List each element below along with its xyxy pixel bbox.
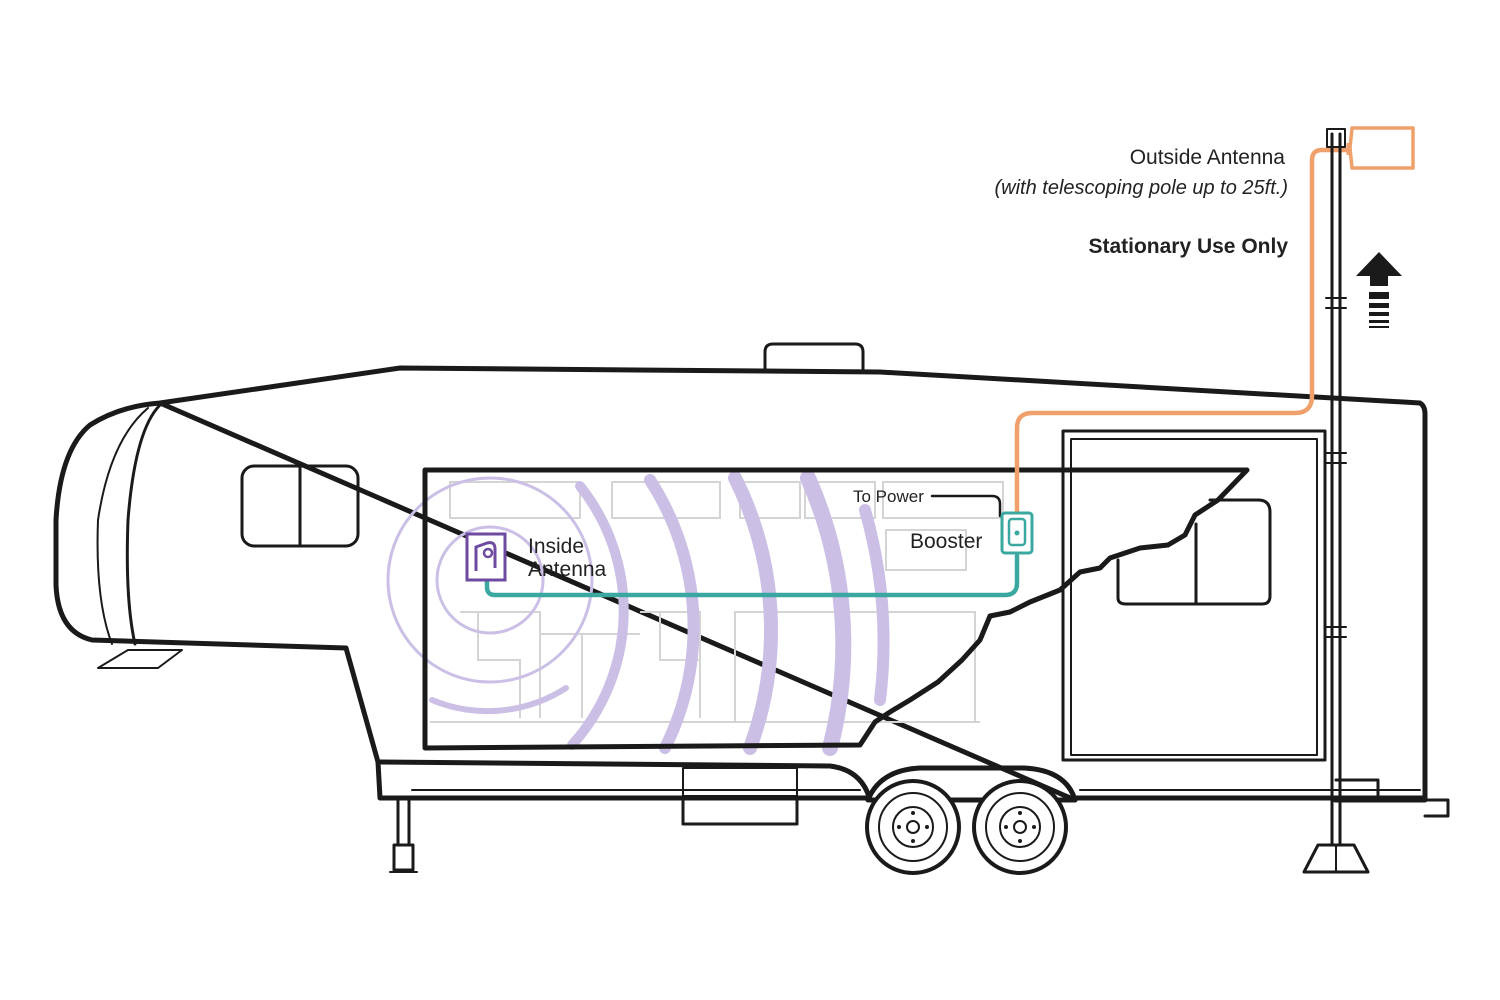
pole-base [1302,843,1370,874]
cables [484,147,1351,598]
rv-trailer [53,342,1450,873]
telescoping-pole [1302,128,1380,874]
rear-window [1116,498,1272,606]
rear-wheel [972,779,1068,875]
pole-bracket [1334,778,1380,802]
inside-antenna-label-line1: Inside [528,535,584,558]
rv-body-outline [53,365,1428,803]
outside-antenna-label: Outside Antenna [1130,146,1286,169]
storage-box [681,796,799,826]
rear-bumper [1338,798,1450,818]
storage-hatch [682,767,798,797]
outside-antenna-note: (with telescoping pole up to 25ft.) [994,177,1288,199]
inside-antenna-icon [465,532,507,582]
power-cable [930,494,1002,518]
nose-curve-inner [96,407,149,645]
interior-cutaway [386,467,1272,756]
outside-antenna-icon [1346,126,1415,170]
roof-vent [763,342,865,374]
inside-antenna-cable [484,553,1020,598]
inside-antenna-label-line2: Antenna [528,558,607,581]
booster-icon [1000,511,1034,555]
front-wheel [865,779,961,875]
cutaway-edge [422,467,1250,751]
wheel-well [865,765,1078,803]
outside-antenna-cable [1014,147,1351,515]
nose-curve [125,403,162,646]
interior-furniture [430,481,1004,723]
chassis-front [375,759,869,801]
up-arrow-icon [1356,252,1402,328]
to-power-label: To Power [853,487,924,506]
stationary-use-label: Stationary Use Only [1088,235,1288,258]
landing-jack [392,798,415,872]
wheels [865,765,1078,875]
entry-door [1061,429,1327,762]
front-step [97,649,183,669]
booster-label: Booster [910,530,982,553]
signal-waves [386,470,890,756]
